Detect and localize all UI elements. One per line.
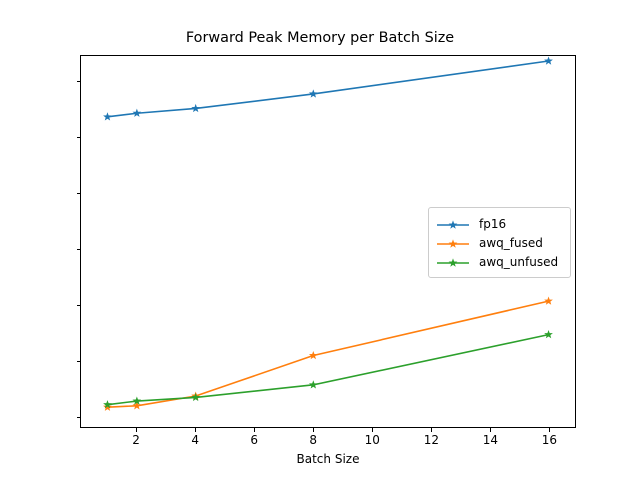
data-point-marker: fp16 @ batch 2: 16880 MB: [132, 108, 142, 117]
x-tick-label: 2: [132, 433, 140, 447]
x-tick-label: 4: [191, 433, 199, 447]
y-tick-mark: [76, 417, 80, 419]
legend-item-awq_fused[interactable]: awq_fused: [435, 233, 562, 252]
legend-label: awq_fused: [479, 235, 543, 250]
series-awq_unfused: awq_unfused @ batch 1: 6440 MB awq_unfuse…: [103, 330, 553, 409]
data-point-marker: fp16 @ batch 8: 17570 MB: [308, 89, 318, 98]
data-point-marker: fp16 @ batch 16: 18750 MB: [544, 56, 553, 65]
y-tick-mark: [76, 136, 80, 138]
data-point-marker: fp16 @ batch 4: 17050 MB: [191, 103, 201, 113]
x-tick-label: 10: [364, 433, 380, 447]
data-point-marker: awq_unfused @ batch 16: 8950 MB: [544, 330, 553, 339]
y-tick-mark: [76, 248, 80, 251]
y-tick-mark: [76, 80, 80, 82]
chart-legend: fp16 awq_fused awq_unfused: [428, 207, 571, 278]
x-tick-mark: [371, 428, 373, 432]
x-tick-label: 14: [482, 433, 499, 447]
x-tick-label: 6: [250, 433, 258, 447]
data-point-marker: awq_unfused @ batch 2: 6570 MB: [132, 396, 142, 405]
data-point-marker: fp16 @ batch 1: 16750 MB: [103, 112, 112, 121]
x-tick-mark: [489, 428, 491, 432]
data-point-marker: awq_unfused @ batch 4: 6700 MB: [191, 392, 201, 402]
x-tick-mark: [430, 428, 432, 432]
data-point-marker: awq_unfused @ batch 1: 6440 MB: [103, 400, 112, 409]
data-point-marker: awq_fused @ batch 1: 6350 MB: [103, 402, 112, 411]
series-line: [106, 60, 550, 118]
data-series-canvas: fp16 @ batch 1: 16750 MB fp16 @ batch 2: …: [103, 56, 553, 411]
y-tick-mark: [76, 361, 80, 363]
x-tick-mark: [253, 428, 255, 432]
series-line: [106, 300, 550, 408]
legend-swatch-icon: [435, 236, 471, 250]
legend-item-fp16[interactable]: fp16: [435, 214, 562, 233]
series-line: [106, 333, 550, 406]
x-tick-label: 12: [423, 433, 439, 447]
x-axis-label: Batch Size: [296, 452, 360, 466]
data-point-marker: awq_unfused @ batch 8: 7150 MB: [308, 380, 318, 389]
legend-swatch-icon: [435, 217, 471, 231]
legend-label: fp16: [479, 216, 507, 231]
y-tick-mark: [76, 192, 80, 194]
x-tick-label: 8: [309, 433, 318, 447]
legend-item-awq_unfused[interactable]: awq_unfused: [435, 252, 562, 271]
y-tick-mark: [76, 305, 80, 307]
series-fp16: fp16 @ batch 1: 16750 MB fp16 @ batch 2: …: [103, 56, 553, 121]
x-tick-mark: [548, 428, 551, 432]
x-tick-mark: [194, 428, 196, 432]
legend-swatch-icon: [435, 255, 471, 269]
x-tick-mark: [135, 428, 137, 432]
legend-label: awq_unfused: [479, 254, 559, 269]
chart-title: Forward Peak Memory per Batch Size: [185, 30, 455, 46]
data-point-marker: awq_fused @ batch 8: 8200 MB: [308, 350, 318, 360]
x-tick-label: 16: [541, 433, 558, 447]
x-tick-mark: [312, 428, 314, 432]
data-point-marker: awq_fused @ batch 2: 6400 MB: [132, 401, 142, 410]
series-awq_fused: awq_fused @ batch 1: 6350 MB awq_fused @ …: [103, 296, 553, 411]
data-point-marker: awq_fused @ batch 16: 10150 MB: [544, 296, 553, 305]
